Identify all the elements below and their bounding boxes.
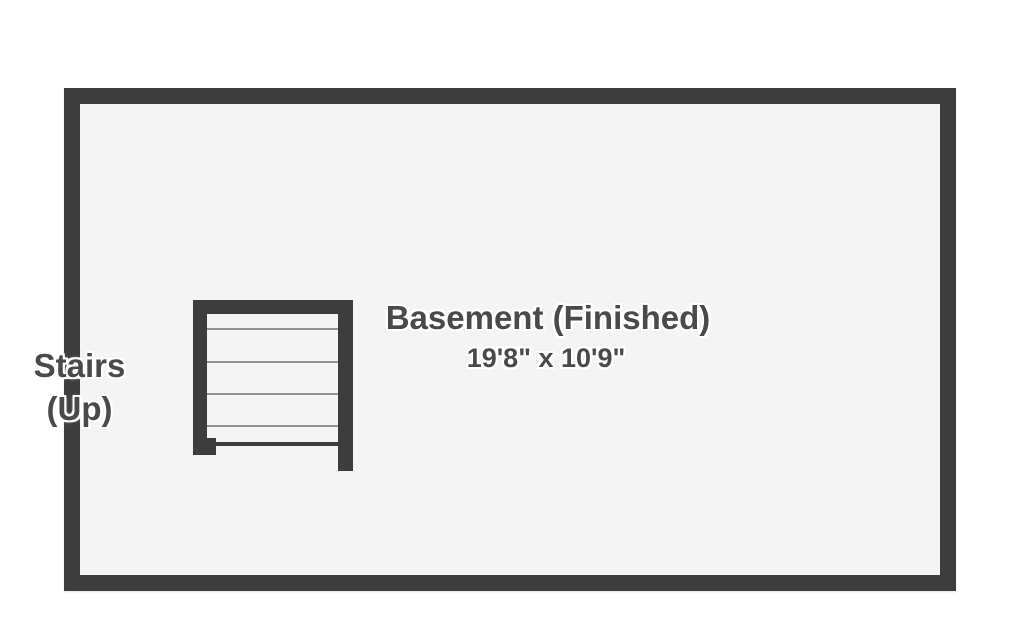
stairs-label: Stairs (Up) [14, 344, 145, 430]
basement-room-outline [64, 88, 956, 591]
stair-tread-line [207, 393, 338, 395]
stairs-area [193, 300, 353, 472]
room-title: Basement (Finished) [385, 299, 711, 336]
stairs-top-wall [193, 300, 353, 314]
stairs-bottom-edge [207, 442, 338, 446]
stair-tread-line [207, 425, 338, 427]
stairs-left-wall [193, 300, 207, 455]
stair-tread-line [207, 361, 338, 363]
room-dimensions: 19'8" x 10'9" [466, 343, 626, 373]
stairs-right-wall [338, 300, 353, 471]
stair-tread-line [207, 328, 338, 330]
stairs-wall-foot [207, 438, 216, 455]
stairs-label-line2: (Up) [46, 390, 113, 427]
stairs-label-line1: Stairs [33, 347, 126, 384]
